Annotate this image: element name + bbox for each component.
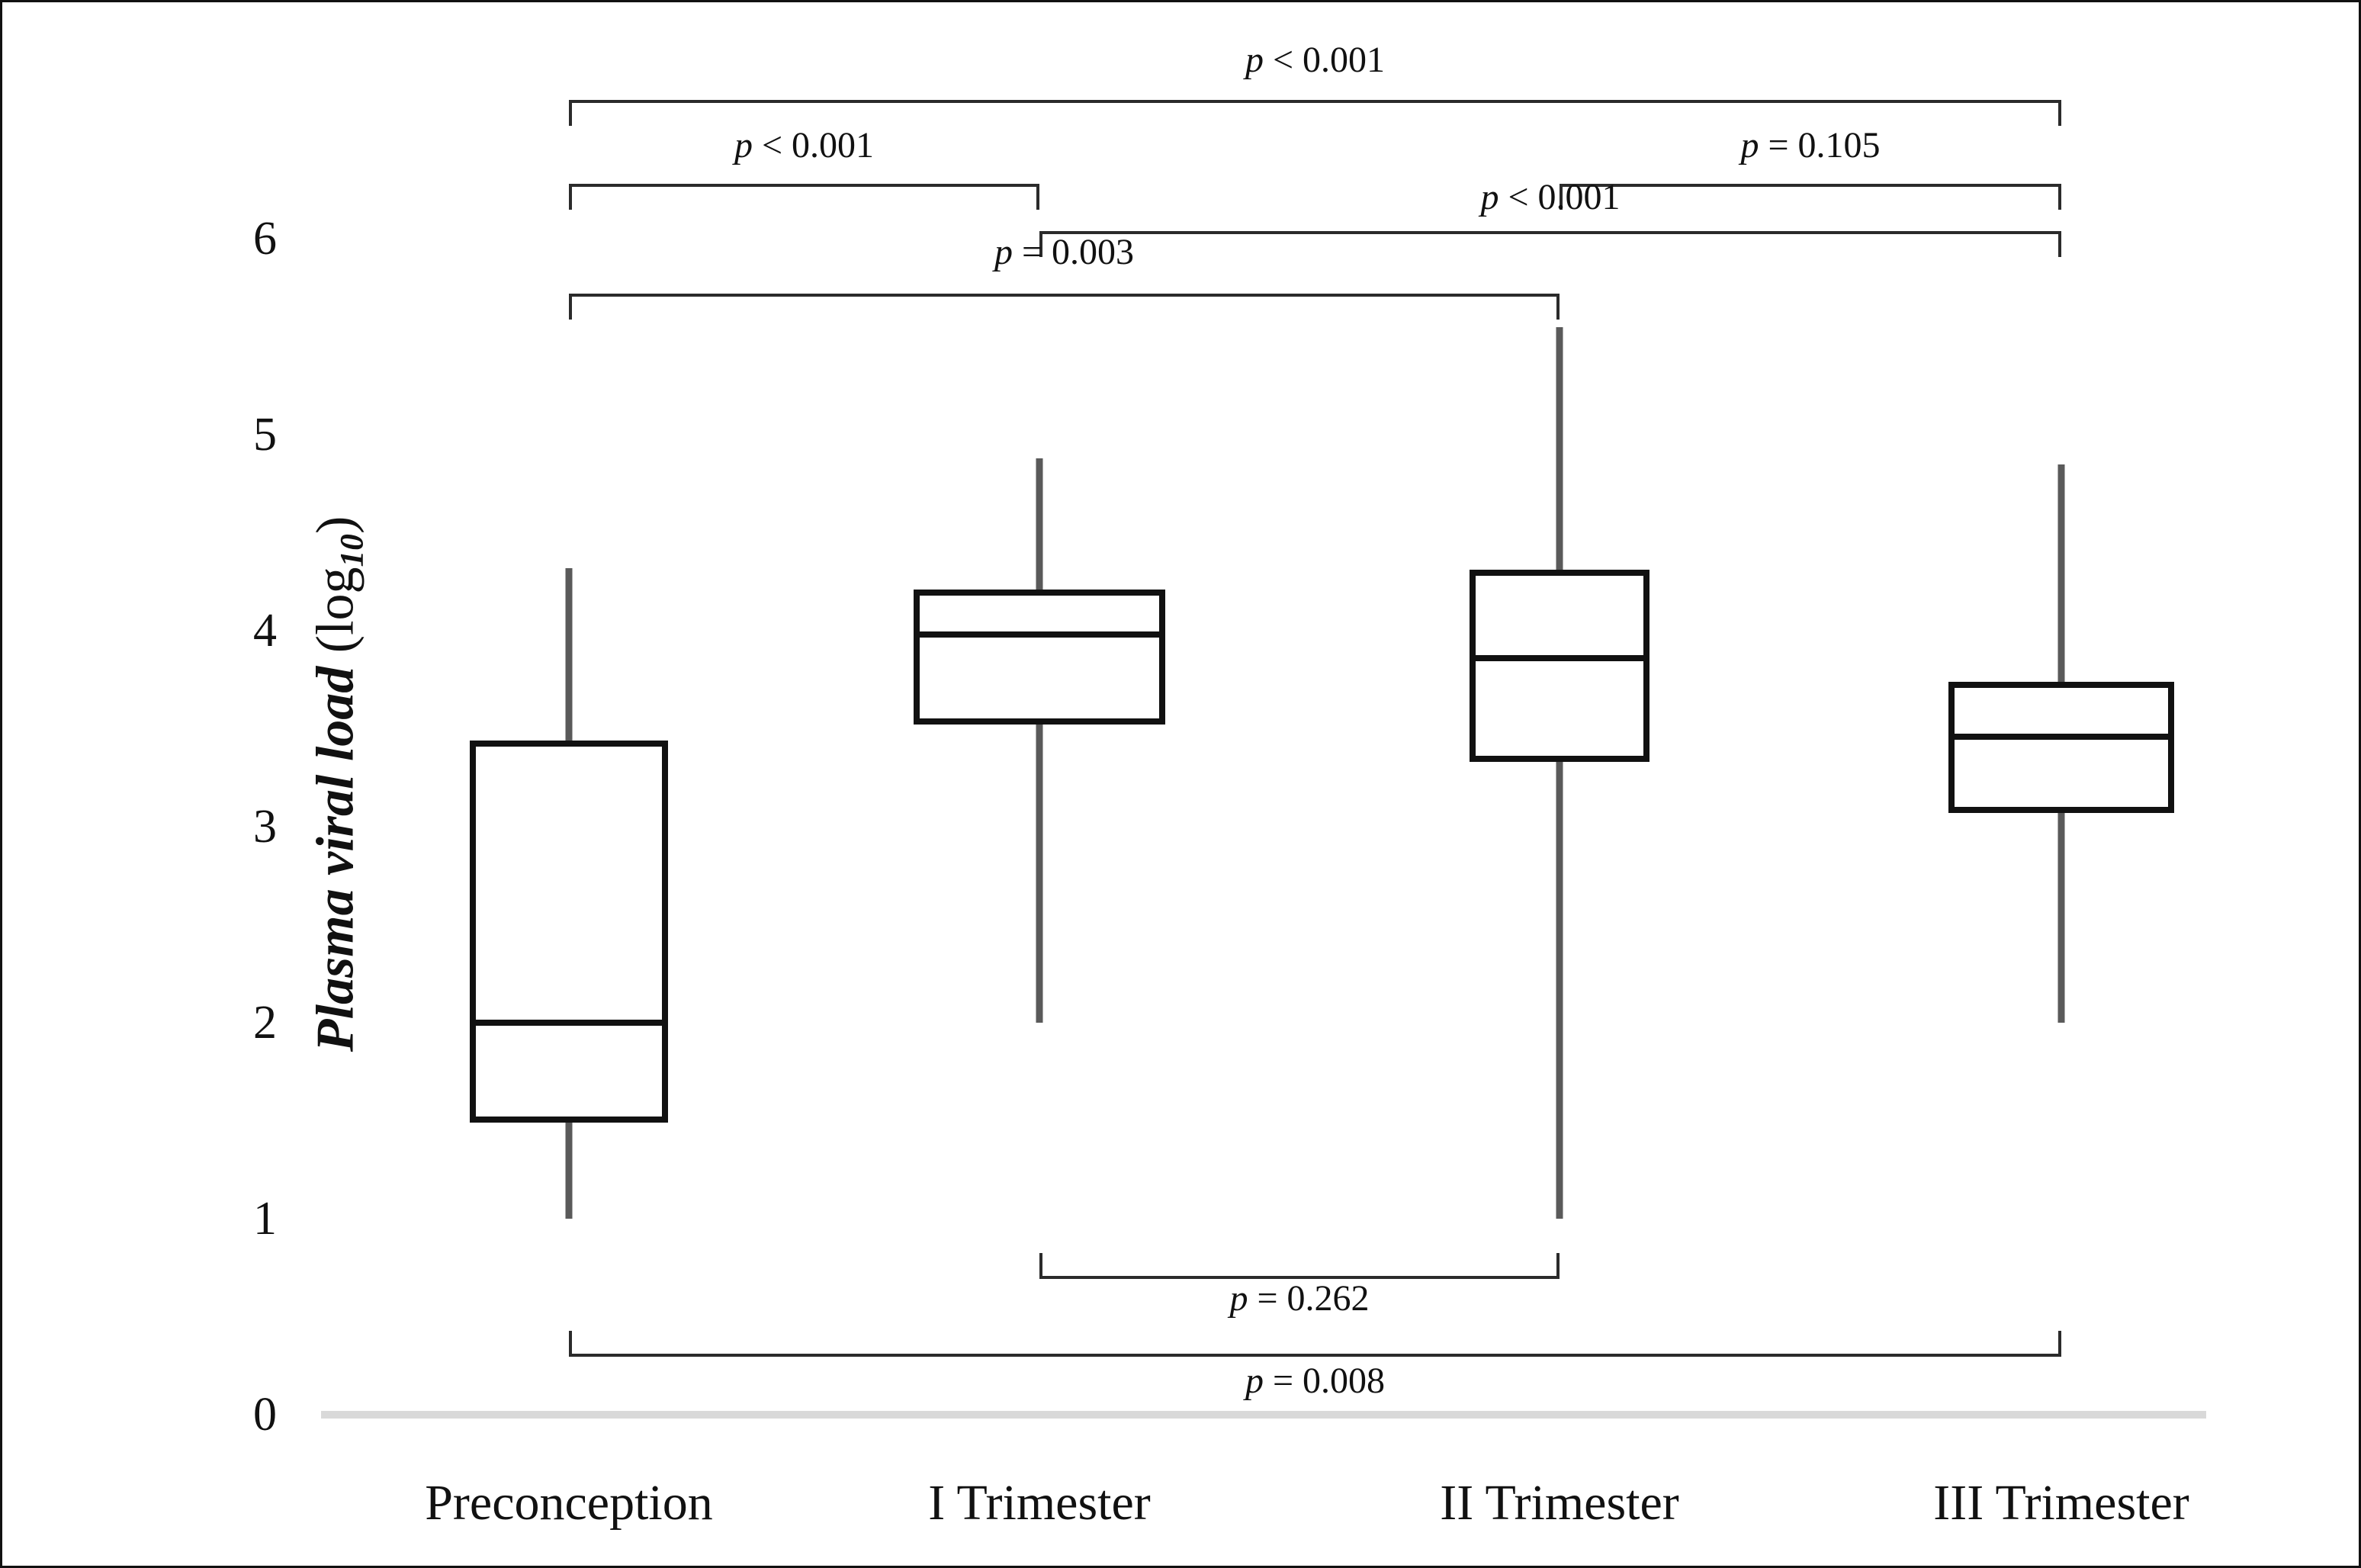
- y-axis-title: Plasma viral load (log10): [305, 516, 370, 1052]
- whisker-lower: [565, 1123, 573, 1219]
- whisker-lower: [1556, 762, 1563, 1219]
- median-line: [914, 631, 1165, 638]
- y-axis-title-paren-close: ): [306, 516, 365, 535]
- y-tick-label-1: 1: [253, 1193, 277, 1245]
- bracket-a5: [569, 294, 1560, 320]
- p-value-label-a3: p = 0.105: [1740, 125, 1881, 165]
- whisker-lower: [2057, 813, 2065, 1023]
- p-value-label-a1: p < 0.001: [1245, 40, 1386, 80]
- p-value-label-a4: p < 0.001: [1480, 177, 1621, 217]
- median-line: [470, 1020, 668, 1026]
- y-tick-label-0: 0: [253, 1389, 277, 1441]
- p-value-label-a6: p = 0.262: [1229, 1278, 1370, 1319]
- median-line: [1470, 654, 1649, 661]
- p-value-label-a2: p < 0.001: [734, 125, 875, 165]
- box-iqr: [914, 590, 1165, 725]
- y-axis-title-log: log: [306, 567, 365, 635]
- box-iqr: [1470, 570, 1649, 763]
- whisker-upper: [1036, 458, 1043, 590]
- bracket-a1: [569, 100, 2061, 126]
- box-iqr: [470, 740, 668, 1123]
- x-axis-baseline: [321, 1411, 2206, 1419]
- box-iqr: [1948, 681, 2174, 813]
- whisker-lower: [1036, 725, 1043, 1023]
- x-tick-label-preconception: Preconception: [425, 1475, 713, 1531]
- y-tick-label-5: 5: [253, 409, 277, 461]
- x-tick-label-iii-trimester: III Trimester: [1933, 1475, 2189, 1531]
- median-line: [1948, 733, 2174, 740]
- p-value-label-a5: p = 0.003: [994, 232, 1135, 272]
- p-value-label-a7: p = 0.008: [1245, 1361, 1386, 1401]
- y-axis-title-main: Plasma viral load: [306, 666, 365, 1052]
- y-tick-label-3: 3: [253, 801, 277, 853]
- bracket-a4: [1039, 231, 2061, 257]
- bracket-a3: [1560, 184, 2061, 210]
- y-tick-label-4: 4: [253, 605, 277, 657]
- y-tick-label-6: 6: [253, 213, 277, 265]
- whisker-upper: [2057, 464, 2065, 682]
- bracket-a6: [1039, 1253, 1560, 1279]
- x-tick-label-ii-trimester: II Trimester: [1440, 1475, 1679, 1531]
- bracket-a2: [569, 184, 1039, 210]
- y-tick-label-2: 2: [253, 997, 277, 1049]
- whisker-upper: [1556, 326, 1563, 570]
- x-tick-label-i-trimester: I Trimester: [928, 1475, 1151, 1531]
- bracket-a7: [569, 1331, 2061, 1357]
- whisker-upper: [565, 567, 573, 741]
- y-axis-title-subscript: 10: [333, 534, 371, 567]
- y-axis-title-paren-open: (: [306, 635, 365, 667]
